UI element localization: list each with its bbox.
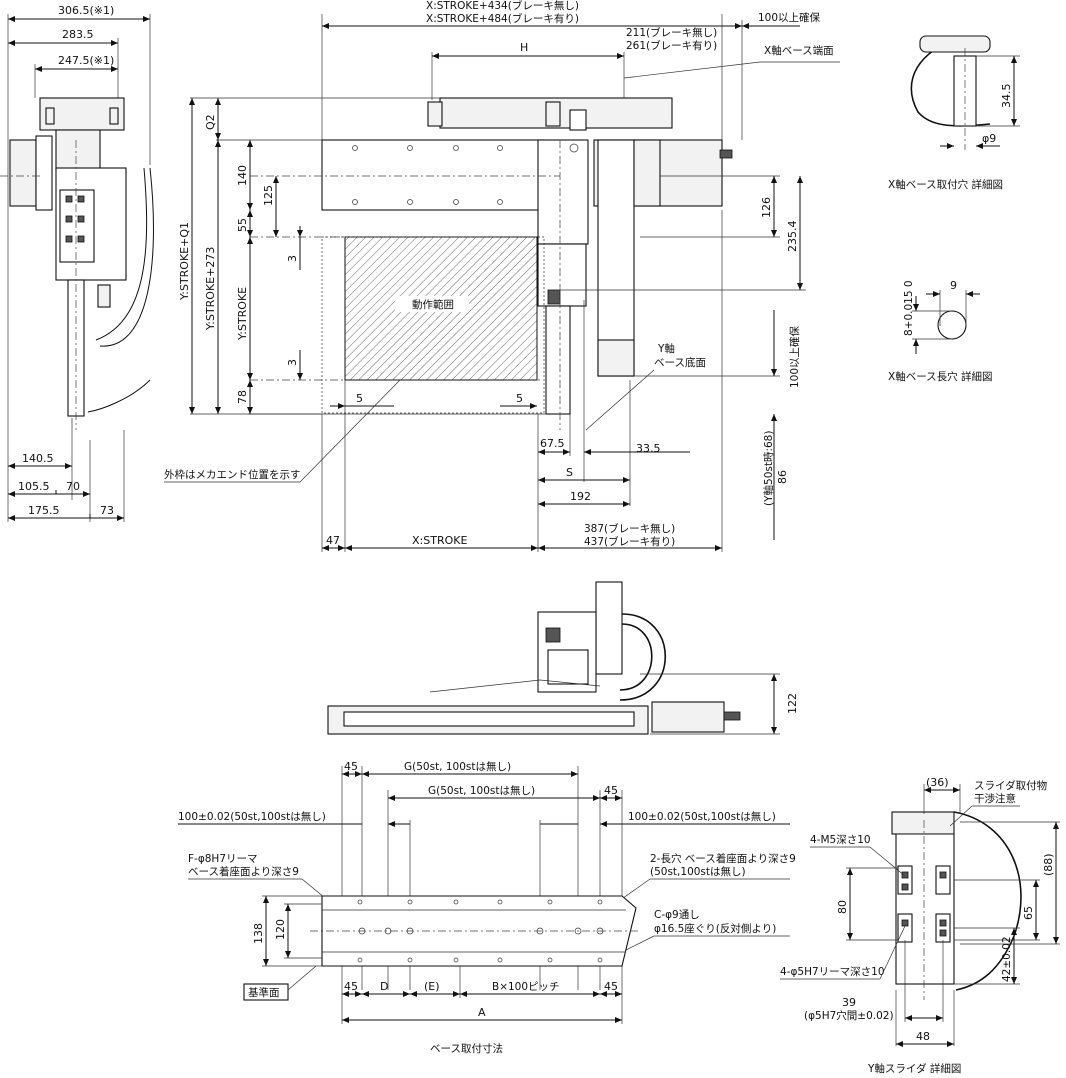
dim-140-5: 140.5: [22, 452, 54, 465]
dim-3a: 3: [286, 255, 299, 262]
dim-140: 140: [236, 165, 249, 186]
label-y-base-bottom-2: ベース底面: [654, 356, 706, 369]
dim-45d: 45: [604, 980, 618, 993]
dim-45c: 45: [344, 980, 358, 993]
dim-g2: G(50st, 100stは無し): [428, 784, 535, 797]
dim-247: 247.5(※1): [58, 54, 114, 67]
label-interf-1: スライダ取付物: [974, 779, 1047, 792]
dim-126: 126: [760, 197, 773, 218]
dim-d: D: [380, 980, 388, 993]
dim-h: H: [520, 41, 528, 54]
dim-45b: 45: [604, 784, 618, 797]
label-motion-range: 動作範囲: [412, 298, 454, 311]
title-slider-detail: Y軸スライダ 詳細図: [867, 1062, 961, 1075]
dim-x-stroke: X:STROKE: [412, 534, 467, 547]
dim-y-stroke-q1: Y:STROKE+Q1: [178, 222, 191, 301]
dim-33-5: 33.5: [636, 442, 661, 455]
dim-125: 125: [262, 185, 275, 206]
top-view: X:STROKE+434(ブレーキ無し) X:STROKE+484(ブレーキ有り…: [164, 0, 840, 552]
label-ream-1: F-φ8H7リーマ: [188, 853, 258, 865]
dim-261: 261(ブレーキ有り): [626, 39, 717, 52]
label-slot-1: 2-長穴 ベース着座面より深さ9: [650, 852, 796, 865]
label-ref-face: 基準面: [248, 986, 280, 999]
dim-phi9: φ9: [982, 132, 996, 145]
label-y-base-bottom-1: Y軸: [657, 342, 675, 355]
dim-x-stroke-484: X:STROKE+484(ブレーキ有り): [426, 12, 579, 25]
dim-80: 80: [836, 900, 849, 914]
dim-78: 78: [236, 390, 249, 404]
dim-y-stroke: Y:STROKE: [236, 287, 249, 341]
dim-306: 306.5(※1): [58, 4, 114, 17]
dim-235-4: 235.4: [786, 221, 799, 253]
dim-437: 437(ブレーキ有り): [584, 535, 675, 548]
dim-387: 387(ブレーキ無し): [584, 522, 675, 535]
dim-s: S: [566, 466, 573, 479]
dim-clearance-vert: 100以上確保: [788, 325, 801, 388]
dim-86-note: (Y軸50st時:68): [762, 431, 775, 506]
dim-55: 55: [236, 218, 249, 232]
label-ream-h7: 4-φ5H7リーマ深さ10: [780, 966, 885, 978]
dim-39: 39: [842, 996, 856, 1009]
label-hole-2: φ16.5座ぐり(反対側より): [654, 922, 776, 935]
dim-211: 211(ブレーキ無し): [626, 26, 717, 39]
dim-39-note: (φ5H7穴間±0.02): [804, 1009, 894, 1022]
slider-detail: (36) スライダ取付物 干渉注意 4-M5深さ10 (88) 80 65 42…: [780, 776, 1060, 1075]
dim-36: (36): [926, 776, 949, 789]
dim-clearance-right: 100以上確保: [758, 11, 821, 24]
dim-pitch-right: 100±0.02(50st,100stは無し): [628, 810, 776, 823]
side-view: 122: [327, 581, 799, 735]
dim-9: 9: [950, 279, 957, 292]
dim-45a: 45: [344, 760, 358, 773]
dim-105-5: 105.5: [18, 480, 50, 493]
dim-283: 283.5: [62, 28, 94, 41]
detail-hole: 34.5 φ9 X軸ベース取付穴 詳細図: [888, 35, 1020, 191]
dim-3b: 3: [286, 359, 299, 366]
dim-5b: 5: [516, 392, 523, 405]
dim-48: 48: [916, 1030, 930, 1043]
dim-5a: 5: [356, 392, 363, 405]
label-hole-1: C-φ9通し: [654, 909, 700, 921]
detail-slot: 9 8+0.015 0 X軸ベース長穴 詳細図: [888, 279, 993, 383]
left-side-view: 306.5(※1) 283.5 247.5(※1) 140.5 105.5 70: [0, 4, 154, 522]
title-detail-slot: X軸ベース長穴 詳細図: [888, 370, 993, 383]
title-detail-hole: X軸ベース取付穴 詳細図: [888, 178, 1003, 191]
title-base-mount: ベース取付寸法: [430, 1042, 503, 1055]
dim-34-5: 34.5: [1000, 84, 1013, 109]
dim-g1: G(50st, 100stは無し): [404, 760, 511, 773]
dim-192: 192: [570, 490, 591, 503]
dim-47: 47: [326, 534, 340, 547]
label-slot-2: (50st,100stは無し): [650, 865, 746, 878]
label-interf-2: 干渉注意: [974, 792, 1016, 805]
label-x-base-end: X軸ベース端面: [764, 44, 834, 57]
dim-86: 86: [776, 470, 789, 484]
dim-175-5: 175.5: [28, 504, 60, 517]
dim-120: 120: [274, 919, 287, 940]
label-m5: 4-M5深さ10: [810, 834, 871, 846]
dim-138: 138: [252, 923, 265, 944]
dim-70: 70: [66, 480, 80, 493]
dim-88: (88): [1042, 853, 1055, 876]
dim-pitch-left: 100±0.02(50st,100stは無し): [178, 810, 326, 823]
dim-y-stroke-273: Y:STROKE+273: [204, 247, 217, 331]
label-ream-2: ベース着座面より深さ9: [188, 865, 299, 878]
dim-65: 65: [1022, 906, 1035, 920]
dim-x-stroke-434: X:STROKE+434(ブレーキ無し): [426, 0, 579, 12]
label-frame-note: 外枠はメカエンド位置を示す: [164, 468, 301, 481]
base-mount-view: 45 G(50st, 100stは無し) G(50st, 100stは無し) 4…: [178, 760, 796, 1055]
dim-122: 122: [786, 693, 799, 714]
dim-b-pitch: B×100ピッチ: [492, 981, 560, 993]
dim-42: 42±0.02: [1001, 936, 1013, 982]
dim-8-tol: 8+0.015 0: [903, 280, 915, 336]
dim-q2: Q2: [204, 114, 217, 130]
dim-73: 73: [100, 504, 114, 517]
dim-a: A: [478, 1006, 486, 1019]
dim-e: (E): [424, 980, 440, 993]
dim-67-5: 67.5: [540, 437, 565, 450]
